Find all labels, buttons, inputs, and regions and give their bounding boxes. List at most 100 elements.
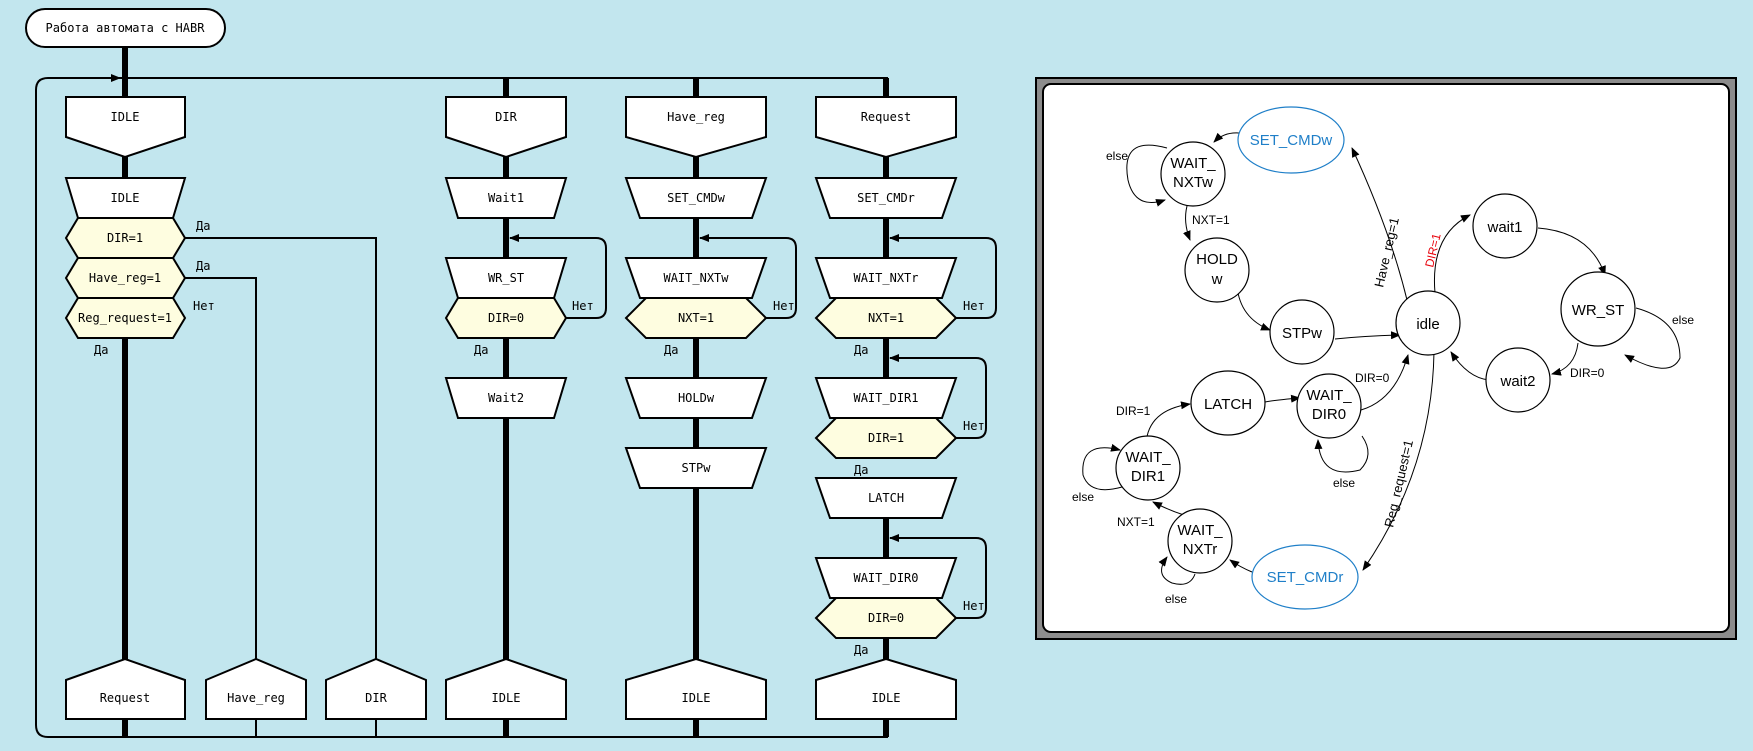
svg-text:NXT=1: NXT=1 xyxy=(678,311,714,325)
column-idle: IDLE IDLE DIR=1 Have_reg=1 Reg_request=1… xyxy=(64,96,427,737)
svg-text:WAIT_: WAIT_ xyxy=(1170,155,1216,172)
branch-header-request xyxy=(815,96,957,159)
branch-header-have-reg xyxy=(625,96,767,159)
edge-label: else xyxy=(1672,313,1694,327)
edge-label: DIR=1 xyxy=(1116,404,1151,418)
edge-label: else xyxy=(1106,149,1128,163)
column-dir: DIR Wait1 WR_ST DIR=0 Нет Да Wait2 IDLE xyxy=(444,96,607,737)
loop-back-wait-nxtw xyxy=(699,234,797,319)
loop-back-wait-dir1 xyxy=(889,354,987,439)
svg-text:NXTr: NXTr xyxy=(1183,541,1217,558)
svg-text:DIR: DIR xyxy=(365,691,387,705)
edge-label: else xyxy=(1072,490,1094,504)
svg-text:DIR0: DIR0 xyxy=(1312,406,1346,423)
column-have-reg: Have_reg SET_CMDw WAIT_NXTw NXT=1 Нет Да… xyxy=(624,96,797,737)
edge-stpw-idle xyxy=(1334,331,1401,340)
action-set-cmdw xyxy=(624,177,768,219)
action-holdw xyxy=(624,377,768,419)
svg-text:STPw: STPw xyxy=(682,461,712,475)
state-set-cmdw xyxy=(1237,106,1345,174)
edge-have-reg xyxy=(1351,147,1408,301)
svg-text:DIR=1: DIR=1 xyxy=(868,431,904,445)
state-wr-st xyxy=(1560,271,1636,347)
label-no: Нет xyxy=(572,299,594,313)
edge-setcmdr-waitnxtr xyxy=(1229,559,1253,573)
action-wait1 xyxy=(444,177,568,219)
label-yes: Да xyxy=(474,343,488,357)
edge-label: DIR=0 xyxy=(1570,366,1605,380)
label-yes: Да xyxy=(196,219,210,233)
svg-text:WAIT_DIR0: WAIT_DIR0 xyxy=(853,571,918,585)
branch-header-idle-label: IDLE xyxy=(111,110,140,124)
exit-have-reg xyxy=(205,657,307,720)
branch-header-dir xyxy=(445,96,567,159)
column-request: Request SET_CMDr WAIT_NXTr NXT=1 Нет Да … xyxy=(814,96,997,737)
exit-idle xyxy=(445,657,567,720)
svg-text:wait2: wait2 xyxy=(1499,373,1535,390)
svg-text:DIR: DIR xyxy=(495,110,517,124)
loop-back-wait-dir0 xyxy=(889,534,987,619)
label-yes: Да xyxy=(664,343,678,357)
svg-text:WAIT_: WAIT_ xyxy=(1177,522,1223,539)
state-wait1 xyxy=(1472,193,1538,259)
edge-else-wrst xyxy=(1624,307,1681,369)
condition-reg-request xyxy=(64,297,187,339)
svg-text:IDLE: IDLE xyxy=(872,691,901,705)
svg-text:Have_reg: Have_reg xyxy=(227,691,285,705)
svg-text:idle: idle xyxy=(1416,316,1439,333)
svg-text:WR_ST: WR_ST xyxy=(1572,302,1625,319)
edge-dir0-idle xyxy=(1360,354,1410,411)
svg-text:Wait1: Wait1 xyxy=(488,191,524,205)
condition-dir0 xyxy=(814,597,958,639)
loop-back-wait-nxtr xyxy=(889,234,997,319)
action-idle-label: IDLE xyxy=(111,191,140,205)
svg-text:LATCH: LATCH xyxy=(1204,396,1252,413)
svg-text:DIR=1: DIR=1 xyxy=(107,231,143,245)
svg-text:STPw: STPw xyxy=(1282,325,1322,342)
action-stpw xyxy=(624,447,768,489)
svg-text:DIR=0: DIR=0 xyxy=(868,611,904,625)
state-set-cmdr xyxy=(1251,544,1359,610)
action-wait2 xyxy=(444,377,568,419)
svg-text:IDLE: IDLE xyxy=(682,691,711,705)
state-diagram-panel xyxy=(1035,77,1737,640)
svg-text:DIR=0: DIR=0 xyxy=(488,311,524,325)
svg-text:WR_ST: WR_ST xyxy=(488,271,524,285)
edge-label: NXT=1 xyxy=(1117,515,1155,529)
svg-text:w: w xyxy=(1211,271,1223,288)
edge-dir0-wait2 xyxy=(1551,342,1579,376)
state-stpw xyxy=(1269,299,1335,365)
state-idle xyxy=(1395,290,1461,356)
diagram-title: Работа автомата с HABR xyxy=(46,21,206,35)
action-set-cmdr xyxy=(814,177,958,219)
edge-latch-waitdir0 xyxy=(1264,394,1301,403)
state-wait-nxtw xyxy=(1160,141,1226,207)
edge-label: DIR=0 xyxy=(1355,371,1390,385)
svg-text:SET_CMDr: SET_CMDr xyxy=(857,191,915,205)
svg-text:HOLDw: HOLDw xyxy=(678,391,715,405)
edge-label: else xyxy=(1165,592,1187,606)
label-no: Нет xyxy=(193,299,215,313)
edge-else-waitdir0 xyxy=(1314,435,1369,473)
svg-text:Request: Request xyxy=(100,691,151,705)
svg-text:WAIT_NXTw: WAIT_NXTw xyxy=(663,271,729,285)
exit-idle xyxy=(815,657,957,720)
svg-text:DIR1: DIR1 xyxy=(1131,468,1165,485)
condition-nxt1 xyxy=(624,297,768,339)
svg-text:SET_CMDw: SET_CMDw xyxy=(1250,132,1333,149)
svg-text:Reg_request=1: Reg_request=1 xyxy=(78,311,172,325)
action-wait-nxtw xyxy=(624,257,768,299)
exit-idle xyxy=(625,657,767,720)
label-yes: Да xyxy=(196,259,210,273)
state-holdw xyxy=(1184,237,1250,303)
svg-text:wait1: wait1 xyxy=(1486,219,1522,236)
svg-text:Request: Request xyxy=(861,110,912,124)
state-diagram: SET_CMDw WAIT_ NXTw HOLD w STPw idle wai… xyxy=(1072,106,1694,610)
branch-header-idle xyxy=(65,96,186,159)
exit-request xyxy=(65,657,186,720)
svg-text:HOLD: HOLD xyxy=(1196,251,1238,268)
label-yes: Да xyxy=(854,643,868,657)
condition-dir0 xyxy=(444,297,568,339)
label-yes: Да xyxy=(854,343,868,357)
svg-text:SET_CMDw: SET_CMDw xyxy=(667,191,726,205)
